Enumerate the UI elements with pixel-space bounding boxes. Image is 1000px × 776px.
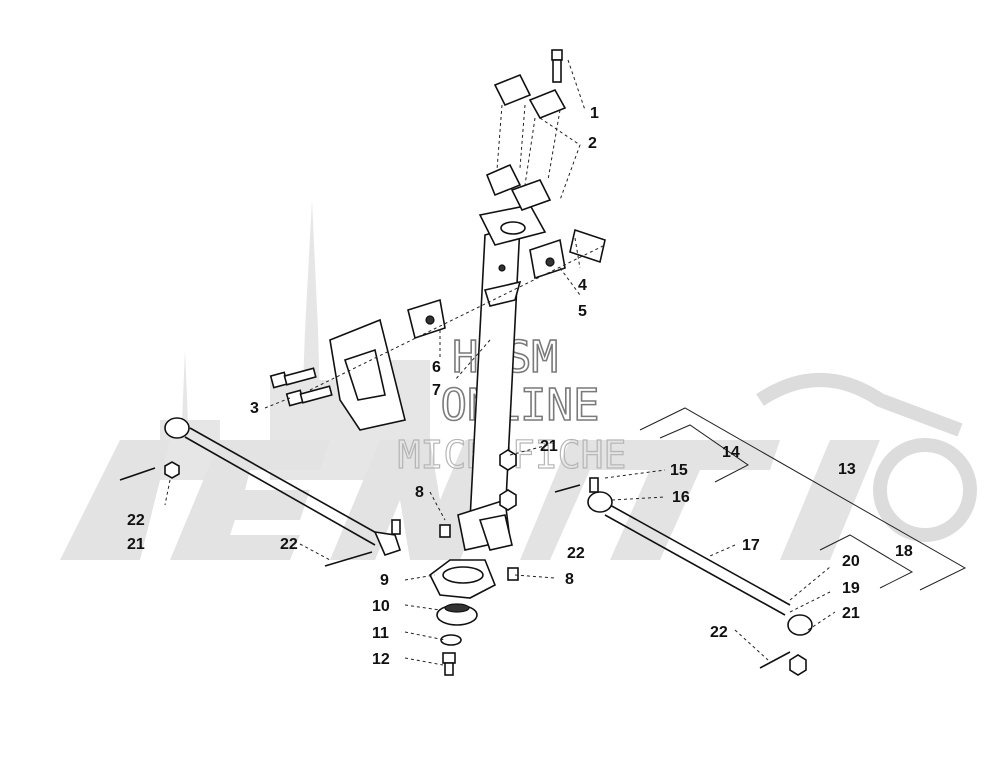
callout-13: 13 [838, 461, 856, 478]
callout-22-center-left: 22 [280, 536, 298, 553]
callout-4: 4 [578, 277, 587, 294]
callout-22-right: 22 [710, 624, 728, 641]
watermark-brand-logo [60, 440, 880, 560]
watermark-line-2: ONLINE [441, 380, 600, 431]
callout-7: 7 [432, 382, 441, 399]
callout-3: 3 [250, 400, 259, 417]
mounting-bracket [329, 318, 406, 431]
callout-2: 2 [588, 135, 597, 152]
callout-11: 11 [372, 625, 389, 642]
handlebar-clamps-upper [485, 73, 567, 211]
callout-17: 17 [742, 537, 760, 554]
callout-9: 9 [380, 572, 389, 589]
callout-15: 15 [670, 462, 688, 479]
callout-5: 5 [578, 303, 587, 320]
callout-22-left: 22 [127, 512, 145, 529]
watermark-motorcycle [756, 373, 977, 542]
watermark-city-silhouette [160, 200, 430, 480]
callout-14: 14 [722, 444, 740, 461]
tie-rod-left-nut [164, 461, 180, 479]
clamp-bolt [551, 49, 563, 83]
callout-16: 16 [672, 489, 690, 506]
tie-rod-left [164, 417, 402, 556]
bearing-stack [428, 559, 497, 676]
mounting-bolts [269, 367, 333, 407]
cotter-pins [119, 467, 791, 669]
bushing-right [529, 228, 606, 280]
tie-rod-right [587, 477, 813, 676]
callout-21-left: 21 [127, 536, 145, 553]
callout-6: 6 [432, 359, 441, 376]
column-nuts [439, 449, 519, 581]
callout-1: 1 [590, 105, 599, 122]
callout-20: 20 [842, 553, 860, 570]
callout-8-lower: 8 [565, 571, 574, 588]
callout-22-center: 22 [567, 545, 585, 562]
callout-21-center: 21 [540, 438, 558, 455]
leader-lines [164, 59, 836, 666]
pitman-arm [478, 514, 513, 551]
callout-8-upper: 8 [415, 484, 424, 501]
callout-19: 19 [842, 580, 860, 597]
callout-21-right: 21 [842, 605, 860, 622]
callout-18: 18 [895, 543, 913, 560]
callout-12: 12 [372, 651, 390, 668]
callout-10: 10 [372, 598, 390, 615]
assembly-brackets [639, 407, 967, 591]
bushing-left [407, 298, 446, 340]
